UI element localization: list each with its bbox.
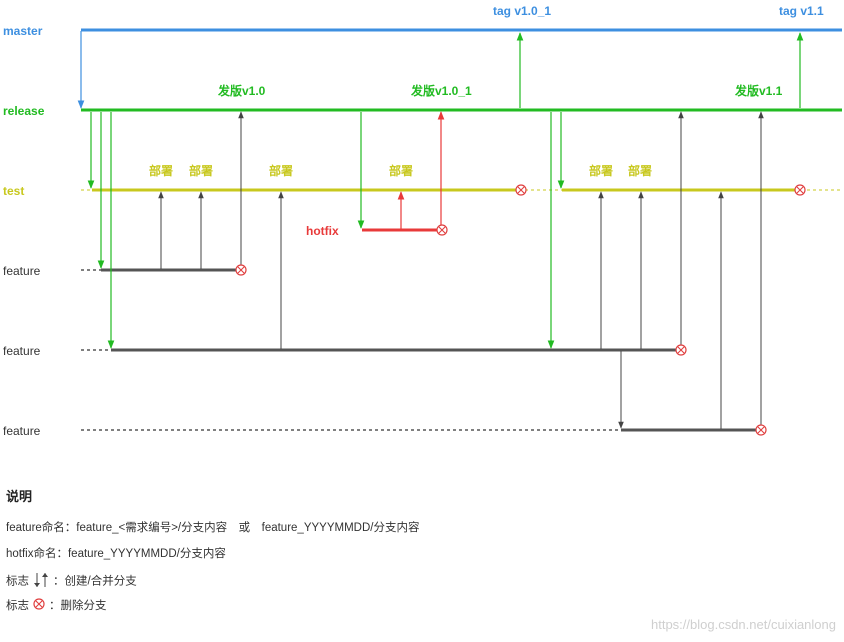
legend-suffix: ：删除分支 [49, 600, 107, 612]
legend-feature-naming: feature命名：feature_<需求编号>/分支内容 或 feature_… [6, 522, 420, 534]
delete-icon [515, 184, 527, 196]
delete-icon [32, 597, 46, 614]
legend-create-merge: 标志 ：创建/合并分支 [6, 571, 137, 592]
deploy-label: 部署 [149, 163, 173, 178]
delete-icon [436, 224, 448, 236]
delete-icon [235, 264, 247, 276]
lane-label-feature-3: feature [3, 424, 41, 438]
deploy-label: 部署 [189, 163, 213, 178]
legend-delete: 标志 ：删除分支 [6, 597, 107, 614]
tag-label-v1-0-1: tag v1.0_1 [493, 4, 551, 18]
release-label-v1-0-1: 发版v1.0_1 [410, 83, 472, 98]
delete-icon [794, 184, 806, 196]
legend-prefix: 标志 [6, 575, 29, 588]
lane-label-feature-2: feature [3, 344, 41, 358]
legend-title: 说明 [6, 489, 33, 504]
lane-label-test: test [3, 184, 24, 198]
lane-label-feature-1: feature [3, 264, 41, 278]
delete-icon [675, 344, 687, 356]
legend-suffix: ：创建/合并分支 [53, 575, 137, 588]
deploy-label: 部署 [589, 163, 613, 178]
release-label-v1-0: 发版v1.0 [217, 83, 266, 98]
release-label-v1-1: 发版v1.1 [734, 83, 783, 98]
up-down-arrow-icon [32, 571, 50, 592]
git-flow-diagram: master release test hotfix feature featu… [3, 4, 842, 438]
lane-label-master: master [3, 24, 43, 38]
legend-hotfix-naming: hotfix命名：feature_YYYYMMDD/分支内容 [6, 548, 226, 560]
lane-label-hotfix: hotfix [306, 224, 339, 238]
tag-label-v1-1: tag v1.1 [779, 4, 824, 18]
delete-icon [755, 424, 767, 436]
deploy-label: 部署 [628, 163, 652, 178]
legend-prefix: 标志 [6, 600, 29, 612]
lane-label-release: release [3, 104, 45, 118]
deploy-label: 部署 [389, 163, 413, 178]
watermark: https://blog.csdn.net/cuixianlong [650, 617, 836, 632]
deploy-label: 部署 [269, 163, 293, 178]
